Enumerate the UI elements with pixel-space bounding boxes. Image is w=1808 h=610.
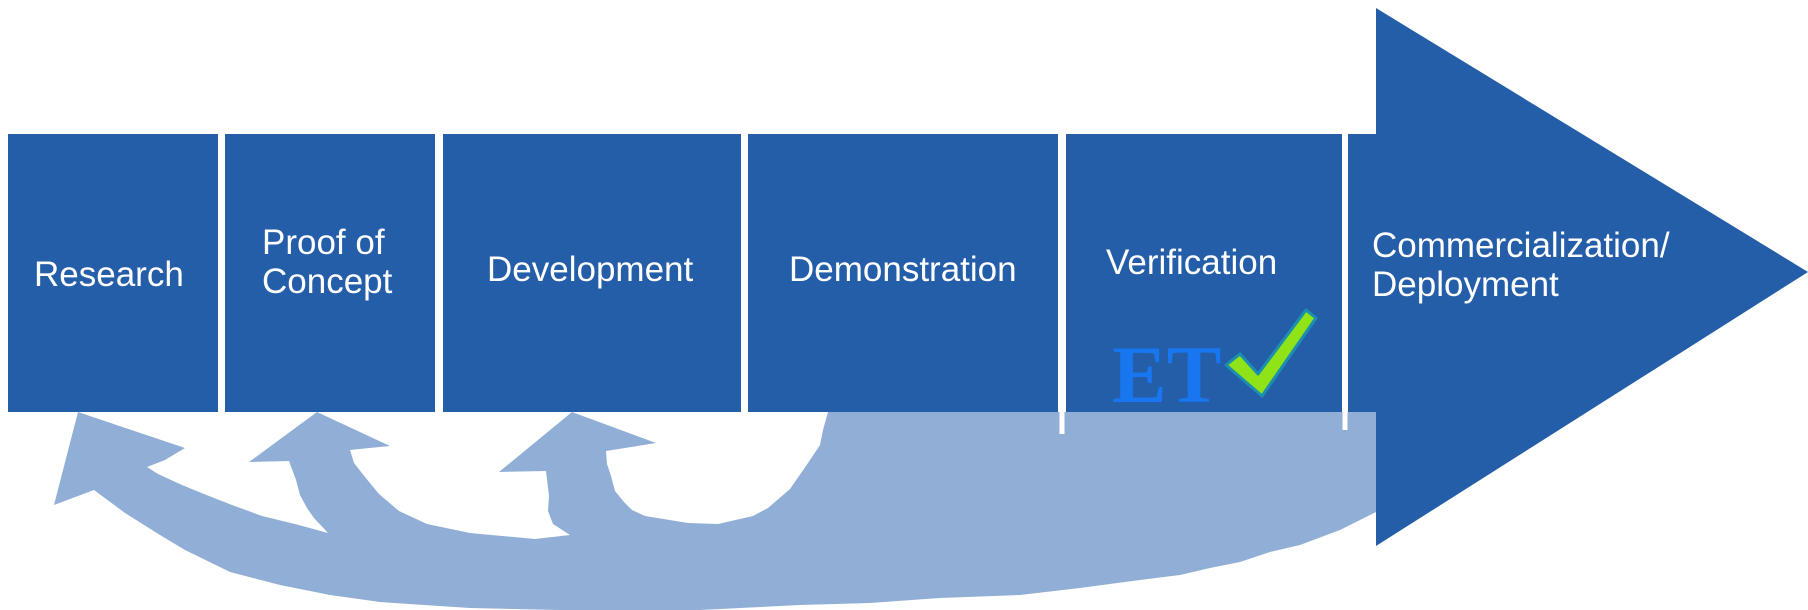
stage-label-line: Research: [34, 255, 184, 294]
stage-label-demonstration: Demonstration: [789, 250, 1017, 289]
stage-box-development: [443, 134, 741, 412]
etv-logo: ET: [1112, 308, 1318, 420]
stage-box-verification: [1066, 134, 1342, 412]
stage-label-line: Commercialization/: [1372, 226, 1670, 265]
stage-box-research: [8, 134, 218, 412]
stage-label-development: Development: [487, 250, 693, 289]
stage-label-proof-of-concept: Proof of Concept: [262, 223, 394, 301]
feedback-arrow-band: [54, 412, 1376, 610]
stage-label-line: Demonstration: [789, 250, 1017, 289]
stage-label-verification: Verification: [1106, 243, 1277, 282]
stage-label-line: Deployment: [1372, 265, 1559, 304]
stage-label-line: Development: [487, 250, 693, 289]
stage-label-research: Research: [34, 255, 184, 294]
stage-arrow-commercialization: [1348, 8, 1808, 546]
stage-box-demonstration: [748, 134, 1058, 412]
etv-logo-text: ET: [1112, 329, 1221, 420]
stage-label-commercialization: Commercialization/ Deployment: [1372, 226, 1679, 304]
stage-label-line: Verification: [1106, 243, 1277, 282]
stage-label-line: Concept: [262, 262, 393, 301]
stage-box-proof-of-concept: [225, 134, 435, 412]
checkmark-icon: [1224, 308, 1318, 398]
stage-label-line: Proof of: [262, 223, 385, 262]
